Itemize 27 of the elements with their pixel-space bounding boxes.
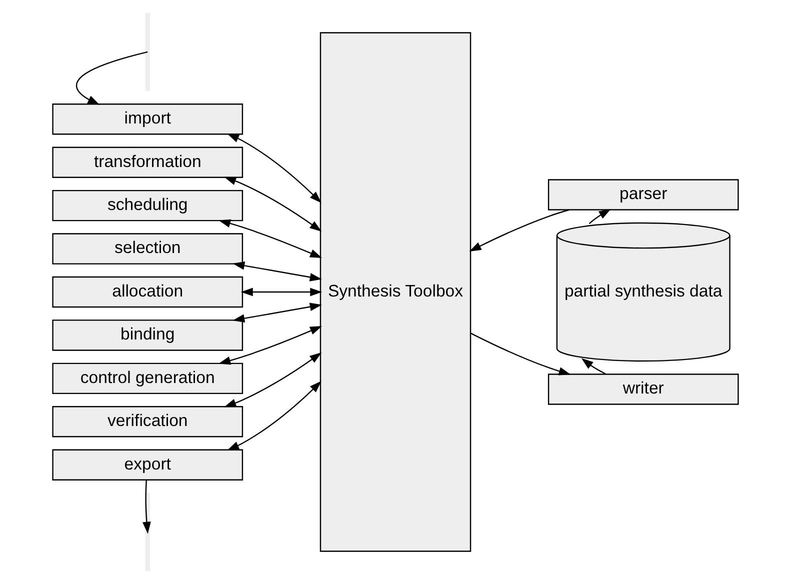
arrow	[76, 51, 148, 105]
node-box: parser	[547, 179, 738, 210]
node-box: import	[52, 104, 243, 135]
arrow	[224, 176, 322, 232]
node-box: transformation	[52, 146, 243, 178]
node-box: control generation	[52, 362, 243, 394]
arrow	[468, 209, 569, 252]
node-box: Synthesis Toolbox	[319, 32, 471, 552]
arrow	[142, 480, 150, 534]
arrow	[218, 219, 322, 258]
arrow	[232, 302, 322, 323]
arrow	[470, 332, 570, 376]
arrow	[240, 288, 322, 296]
node-box: allocation	[52, 276, 243, 308]
arrow	[226, 134, 321, 204]
node-box: binding	[52, 320, 243, 351]
node-box: writer	[547, 374, 738, 405]
node-box: export	[52, 449, 243, 480]
arrow	[580, 358, 606, 375]
node-box: verification	[52, 406, 243, 438]
arrow	[218, 326, 322, 365]
arrow	[224, 352, 322, 408]
node-box: selection	[52, 233, 243, 264]
arrow	[232, 261, 322, 282]
arrow	[588, 208, 610, 224]
node-box: scheduling	[52, 190, 243, 222]
arrow	[226, 380, 321, 450]
